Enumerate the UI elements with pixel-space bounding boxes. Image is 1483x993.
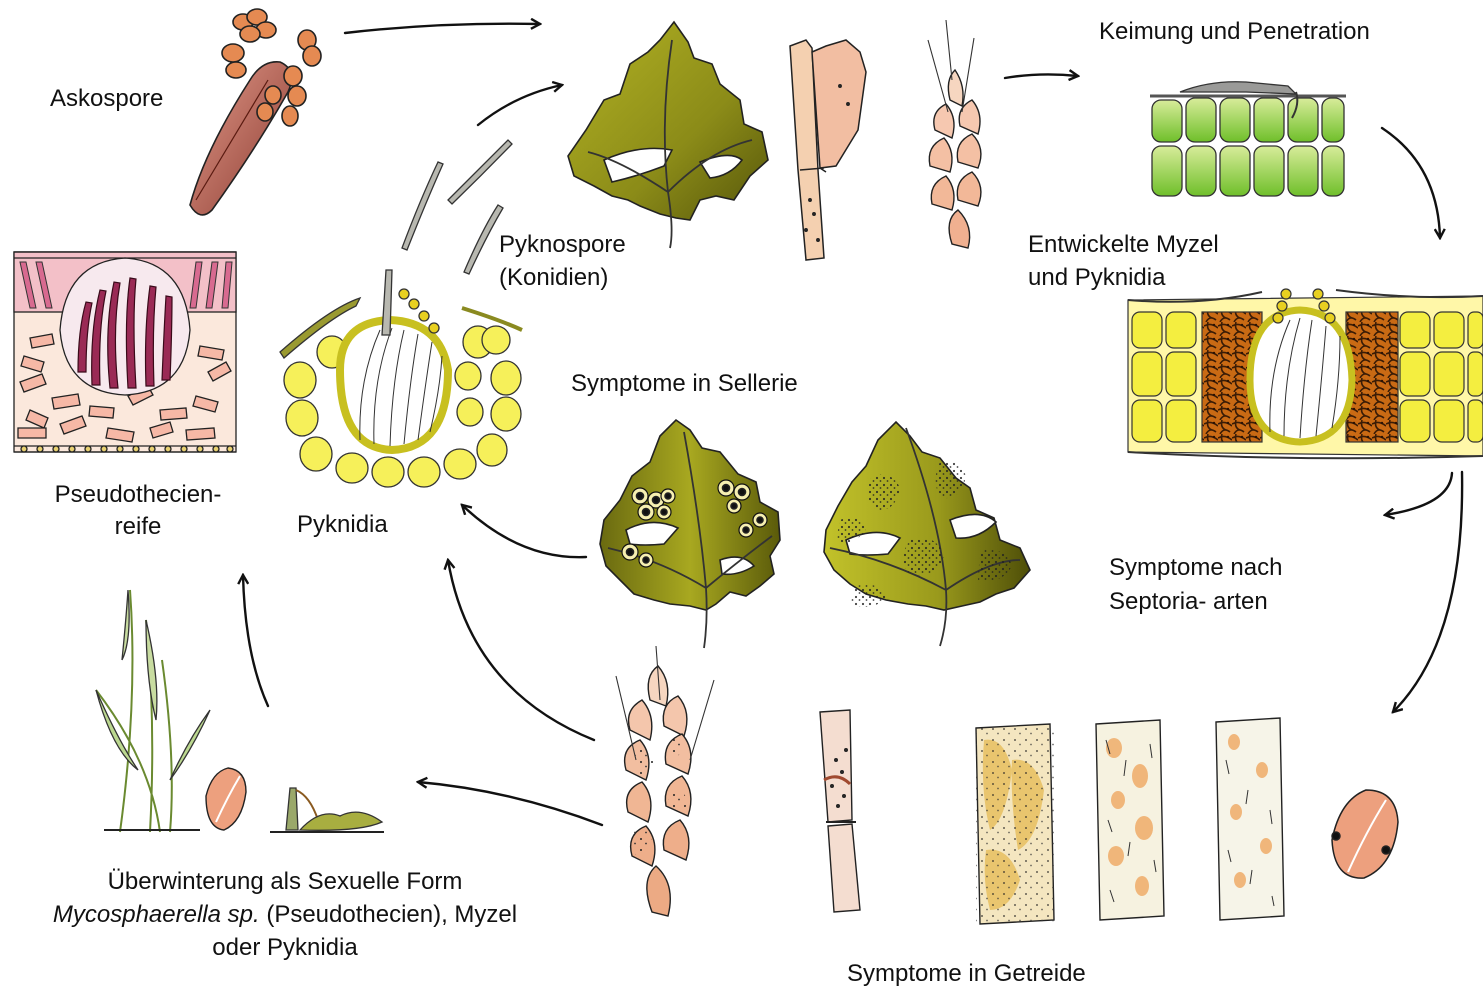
label-entwickelte-line2: und Pyknidia: [1028, 261, 1165, 295]
label-keimung: Keimung und Penetration: [1099, 15, 1370, 49]
label-pseudothecien-line1: Pseudothecien-: [10, 478, 266, 512]
celery-leaf-host: [568, 22, 768, 248]
label-pyknidia: Pyknidia: [297, 508, 388, 542]
label-askospore: Askospore: [50, 82, 163, 116]
myzel-pyknidia-illustration: [1128, 289, 1483, 458]
label-ueberwinterung-line2-rest: (Pseudothecien), Myzel: [260, 901, 517, 928]
stem-host: [790, 40, 866, 260]
getreide-leaf-strip-2: [1096, 720, 1164, 920]
arrow-getreide-to-ueberwinterung: [418, 782, 602, 825]
label-symptome-nach-line2: Septoria- arten: [1109, 585, 1268, 619]
label-pyknospore-line1: Pyknospore: [499, 228, 626, 262]
label-symptome-getreide: Symptome in Getreide: [847, 957, 1086, 991]
label-mycosphaerella: Mycosphaerella sp.: [53, 901, 260, 928]
label-symptome-sellerie: Symptome in Sellerie: [571, 367, 798, 401]
infected-stem: [820, 710, 860, 912]
arrow-getreide-to-pyknidia: [448, 560, 594, 740]
getreide-leaf-strip-3: [1216, 718, 1284, 920]
label-symptome-nach-line1: Symptome nach: [1109, 551, 1282, 585]
arrow-pyknospore-to-hosts: [478, 85, 562, 125]
arrow-myzel-to-symptome: [1385, 473, 1452, 515]
pseudothecium-illustration: [14, 252, 236, 452]
infected-wheat-ear: [616, 646, 714, 916]
arrow-ueberwinterung-to-pseudothecien: [243, 575, 268, 706]
label-pyknospore-line2: (Konidien): [499, 261, 608, 295]
germination-cells-illustration: [1150, 82, 1346, 196]
label-pseudothecien-line2: reife: [10, 510, 266, 544]
infected-grain: [1332, 790, 1398, 878]
celery-symptom-leaf-2: [824, 422, 1030, 646]
wheat-ear-host: [928, 20, 981, 248]
arrow-keimung-to-myzel: [1382, 128, 1440, 238]
arrow-myzel-to-getreide: [1393, 472, 1462, 712]
overwintering-grain: [206, 768, 246, 830]
celery-symptom-leaf-1: [600, 420, 780, 648]
label-entwickelte-line1: Entwickelte Myzel: [1028, 228, 1219, 262]
pyknidium-illustration: [280, 270, 522, 487]
overwintering-debris: [270, 788, 384, 832]
arrow-sellerie-to-pyknidia: [462, 505, 586, 557]
getreide-leaf-strip-1: [976, 724, 1054, 924]
overwintering-wheat-plant: [96, 590, 210, 832]
label-ueberwinterung-line3: oder Pyknidia: [10, 931, 560, 965]
arrow-askospore-to-hosts: [345, 24, 540, 33]
askospore-illustration: [190, 9, 321, 215]
arrow-hosts-to-keimung: [1005, 74, 1078, 78]
label-ueberwinterung-line2: Mycosphaerella sp. (Pseudothecien), Myze…: [10, 898, 560, 932]
label-ueberwinterung-line1: Überwinterung als Sexuelle Form: [10, 865, 560, 899]
pyknospore-illustration: [402, 140, 512, 274]
